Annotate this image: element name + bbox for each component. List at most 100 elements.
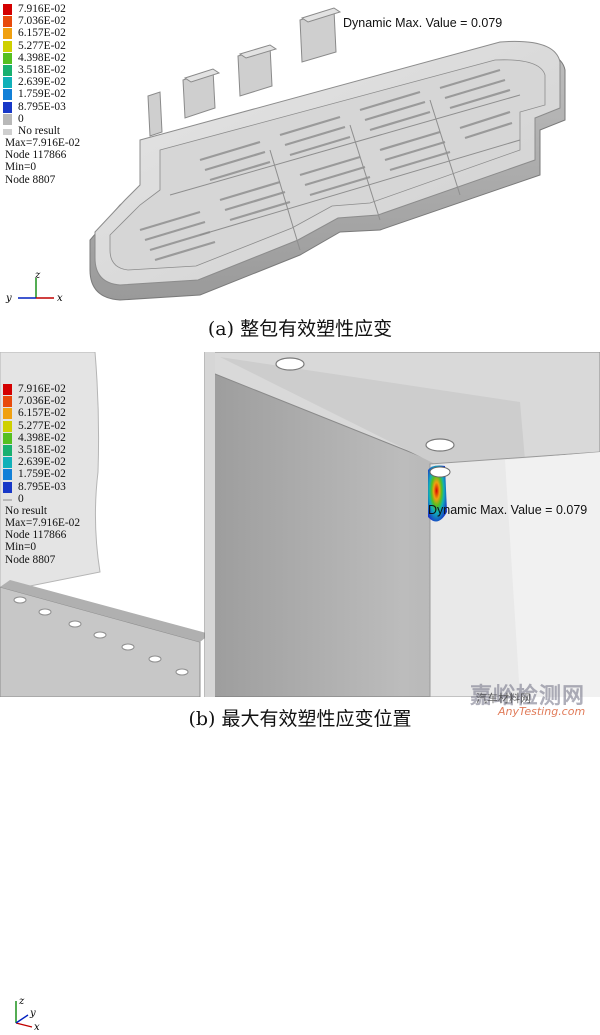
caption-b: (b) 最大有效塑性应变位置 [188, 708, 412, 730]
legend-row: 6.157E-02 [2, 407, 80, 420]
legend-row: 8.795E-03 [2, 481, 80, 493]
legend-max-node: Node 117866 [5, 149, 67, 162]
lower-frame [0, 586, 201, 698]
legend-swatch [3, 4, 12, 15]
z-axis-label: z [34, 272, 41, 281]
legend-label: 0 [18, 492, 24, 505]
x-axis-line [15, 1022, 33, 1028]
legend-swatch [3, 420, 12, 432]
battery-pack-render [89, 7, 566, 301]
legend-swatch [3, 52, 12, 64]
legend-row-no-result: No result [2, 125, 80, 137]
max-strain-hotspot [428, 465, 451, 522]
legend-label: 7.916E-02 [18, 3, 66, 15]
x-axis-label: x [57, 293, 63, 304]
y-axis-label: y [5, 293, 12, 304]
legend-label: 7.036E-02 [18, 395, 66, 408]
legend-min-node: Node 8807 [5, 173, 56, 186]
legend-label: 2.639E-02 [18, 456, 66, 469]
legend-label: 1.759E-02 [18, 88, 66, 101]
watermark-text: 嘉峪检测网 [470, 684, 586, 709]
legend-swatch [3, 64, 12, 76]
legend-row: 6.157E-02 [2, 27, 80, 40]
closeup-render [0, 351, 600, 698]
legend-label: 0 [18, 112, 24, 125]
legend-swatch [3, 396, 12, 408]
lower-frame-edge [0, 580, 210, 642]
legend-label: 5.277E-02 [18, 419, 66, 432]
panel-b-closeup-view: z x y [0, 351, 600, 1033]
legend-label: 7.036E-02 [18, 15, 66, 28]
tray-slots [139, 68, 513, 262]
legend-swatch [3, 77, 12, 89]
axis-triad-a: z x y [2, 270, 72, 312]
legend-no-result-label: No result [5, 504, 48, 517]
dynamic-max-label-b: Dynamic Max. Value = 0.079 [428, 503, 588, 517]
legend-row: 8.795E-03 [2, 101, 80, 113]
legend-label: 4.398E-02 [18, 431, 66, 444]
watermark-source: 汽车材料网 [476, 692, 531, 705]
y-axis-label: y [29, 1008, 36, 1019]
legend-row: 1.759E-02 [2, 468, 80, 481]
legend-swatch [3, 101, 12, 113]
bracket-side-highlight [505, 452, 600, 697]
legend-row: 7.916E-02 [2, 3, 80, 15]
legend-swatch [3, 444, 12, 456]
top-bolt-hole-2 [425, 438, 455, 452]
dynamic-max-label-a: Dynamic Max. Value = 0.079 [343, 16, 503, 30]
top-bolt-hole-1 [275, 357, 305, 371]
wall-edge-strip [205, 352, 215, 697]
legend-label: 7.916E-02 [18, 383, 66, 395]
legend-swatch [3, 432, 12, 444]
legend-label: 2.639E-02 [18, 76, 66, 89]
legend-label: 3.518E-02 [18, 63, 66, 76]
legend-row: 7.916E-02 [2, 383, 80, 395]
z-axis-label: z [18, 996, 25, 1007]
legend-swatch [3, 113, 12, 125]
legend-row: 0 [2, 493, 80, 505]
legend-row: 1.759E-02 [2, 88, 80, 101]
legend-row: 5.277E-02 [2, 420, 80, 432]
color-legend-a: 7.916E-02 7.036E-02 6.157E-02 5.277E-02 … [2, 3, 80, 186]
legend-label: 1.759E-02 [18, 468, 66, 481]
legend-min-node: Node 8807 [5, 553, 56, 566]
legend-row: 5.277E-02 [2, 40, 80, 52]
legend-label: 6.157E-02 [18, 27, 66, 40]
frame-holes [13, 596, 189, 676]
axis-triad-b: z x y [2, 995, 62, 1035]
y-axis-line [15, 1014, 29, 1024]
legend-swatch [3, 40, 12, 52]
legend-swatch [3, 481, 12, 493]
legend-row: 3.518E-02 [2, 64, 80, 76]
color-legend-b: 7.916E-02 7.036E-02 6.157E-02 5.277E-02 … [2, 383, 80, 566]
legend-min-value: Min=0 [5, 161, 37, 174]
legend-row: 3.518E-02 [2, 444, 80, 456]
legend-row: 7.036E-02 [2, 395, 80, 408]
x-axis-label: x [34, 1022, 40, 1031]
tray-ribs [169, 94, 521, 251]
legend-label: 5.277E-02 [18, 39, 66, 52]
tray-body [89, 40, 566, 301]
left-bracket-surface [0, 351, 101, 593]
legend-row: 4.398E-02 [2, 52, 80, 64]
legend-swatch [3, 408, 12, 420]
legend-row: 4.398E-02 [2, 432, 80, 444]
legend-min-value: Min=0 [5, 541, 37, 554]
legend-row: 2.639E-02 [2, 456, 80, 469]
legend-swatch [3, 469, 12, 481]
legend-swatch [3, 498, 12, 501]
legend-swatch [3, 28, 12, 40]
legend-max-value: Max=7.916E-02 [5, 137, 81, 150]
legend-swatch [3, 89, 12, 101]
legend-row: 2.639E-02 [2, 76, 80, 89]
legend-label: 6.157E-02 [18, 407, 66, 420]
legend-no-result-label: No result [18, 124, 61, 137]
bracket-top-bevel [220, 357, 525, 464]
legend-row: 0 [2, 113, 80, 125]
legend-label: 3.518E-02 [18, 443, 66, 456]
legend-swatch [3, 16, 12, 28]
legend-swatch [3, 128, 12, 135]
watermark-url: AnyTesting.com [498, 705, 586, 718]
panel-a-full-pack-view: 7.916E-02 7.036E-02 6.157E-02 5.277E-02 … [0, 0, 600, 312]
legend-swatch [3, 457, 12, 469]
